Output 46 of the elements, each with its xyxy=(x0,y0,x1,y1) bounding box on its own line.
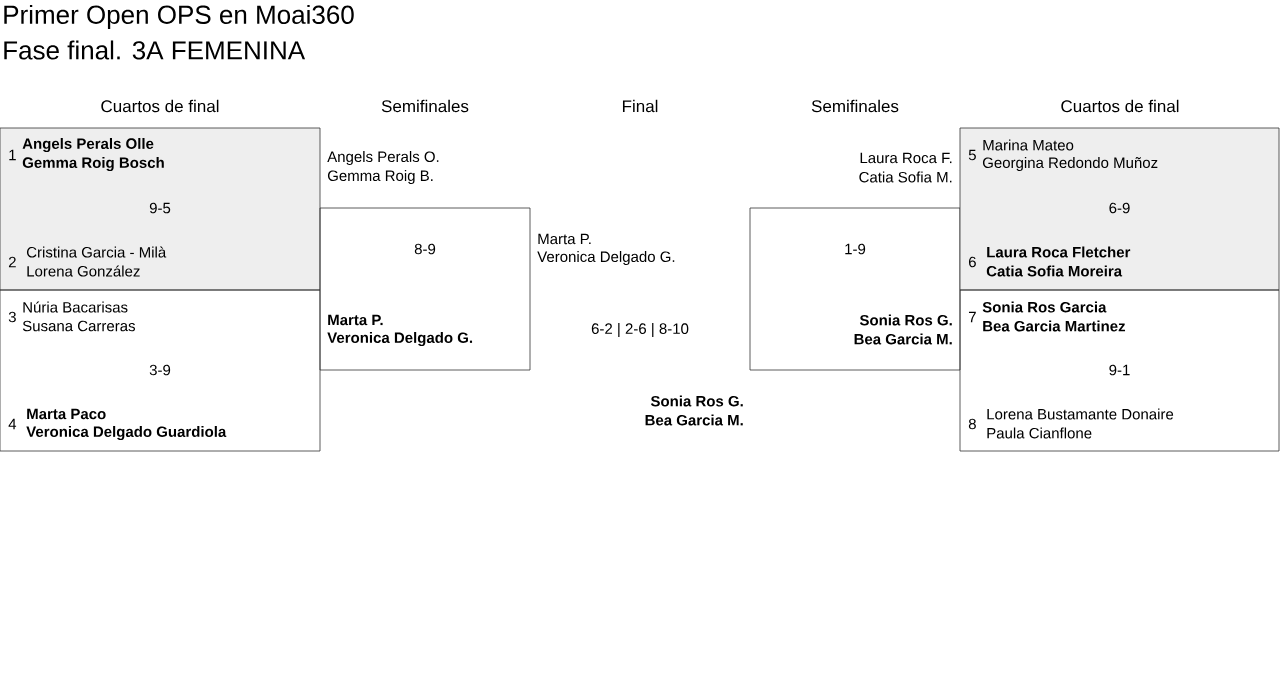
player-name: Bea Garcia M. xyxy=(645,414,743,426)
score: 9-1 xyxy=(1109,364,1130,376)
player-name: Sonia Ros G. xyxy=(859,314,952,326)
score: 1-9 xyxy=(845,243,866,255)
seed-number: 5 xyxy=(968,149,976,161)
player-name: Angels Perals Olle xyxy=(22,138,154,153)
player-name: Veronica Delgado Guardiola xyxy=(26,426,227,441)
seed-number: 1 xyxy=(9,149,16,161)
player-name: Marta Paco xyxy=(27,408,106,420)
player-name: Sonia Ros G. xyxy=(650,395,743,407)
title: Primer Open OPS en Moai360 xyxy=(4,4,354,30)
column-header: Semifinales xyxy=(381,99,469,113)
player-name: Lorena González xyxy=(27,265,140,277)
player-name: Susana Carreras xyxy=(22,320,135,332)
column-header: Semifinales xyxy=(811,99,899,113)
player-name: Lorena Bustamante Donaire xyxy=(987,408,1174,420)
player-name: Marina Mateo xyxy=(983,139,1074,151)
seed-number: 2 xyxy=(8,256,16,268)
subtitle: Fase final. 3A FEMENINA xyxy=(4,40,306,60)
seed-number: 8 xyxy=(968,418,976,430)
score: 6-2 | 2-6 | 8-10 xyxy=(591,323,689,338)
player-name: Catia Sofia Moreira xyxy=(986,265,1123,277)
player-name: Catia Sofia M. xyxy=(859,171,952,183)
player-name: Laura Roca F. xyxy=(860,152,952,164)
seed-number: 4 xyxy=(8,418,17,430)
player-name: Paula Cianflone xyxy=(987,427,1092,439)
player-name: Bea Garcia M. xyxy=(854,333,952,345)
column-header: Final xyxy=(623,99,658,113)
player-name: Marta P. xyxy=(328,314,383,326)
player-name: Veronica Delgado G. xyxy=(327,332,473,347)
player-name: Sonia Ros Garcia xyxy=(982,301,1107,313)
player-name: Bea Garcia Martinez xyxy=(983,320,1126,332)
player-name: Laura Roca Fletcher xyxy=(987,246,1131,258)
player-name: Gemma Roig Bosch xyxy=(22,157,164,172)
seed-number: 6 xyxy=(969,256,976,268)
score: 6-9 xyxy=(1109,202,1130,214)
player-name: Georgina Redondo Muñoz xyxy=(982,157,1158,171)
score: 9-5 xyxy=(149,202,171,214)
player-name: Núria Bacarisas xyxy=(23,301,128,313)
score: 8-9 xyxy=(414,243,436,255)
player-name: Angels Perals O. xyxy=(327,151,439,165)
player-name: Cristina Garcia - Milà xyxy=(26,246,167,258)
score: 3-9 xyxy=(149,364,171,376)
seed-number: 3 xyxy=(8,311,16,323)
seed-number: 7 xyxy=(969,311,976,323)
player-name: Gemma Roig B. xyxy=(327,170,433,184)
